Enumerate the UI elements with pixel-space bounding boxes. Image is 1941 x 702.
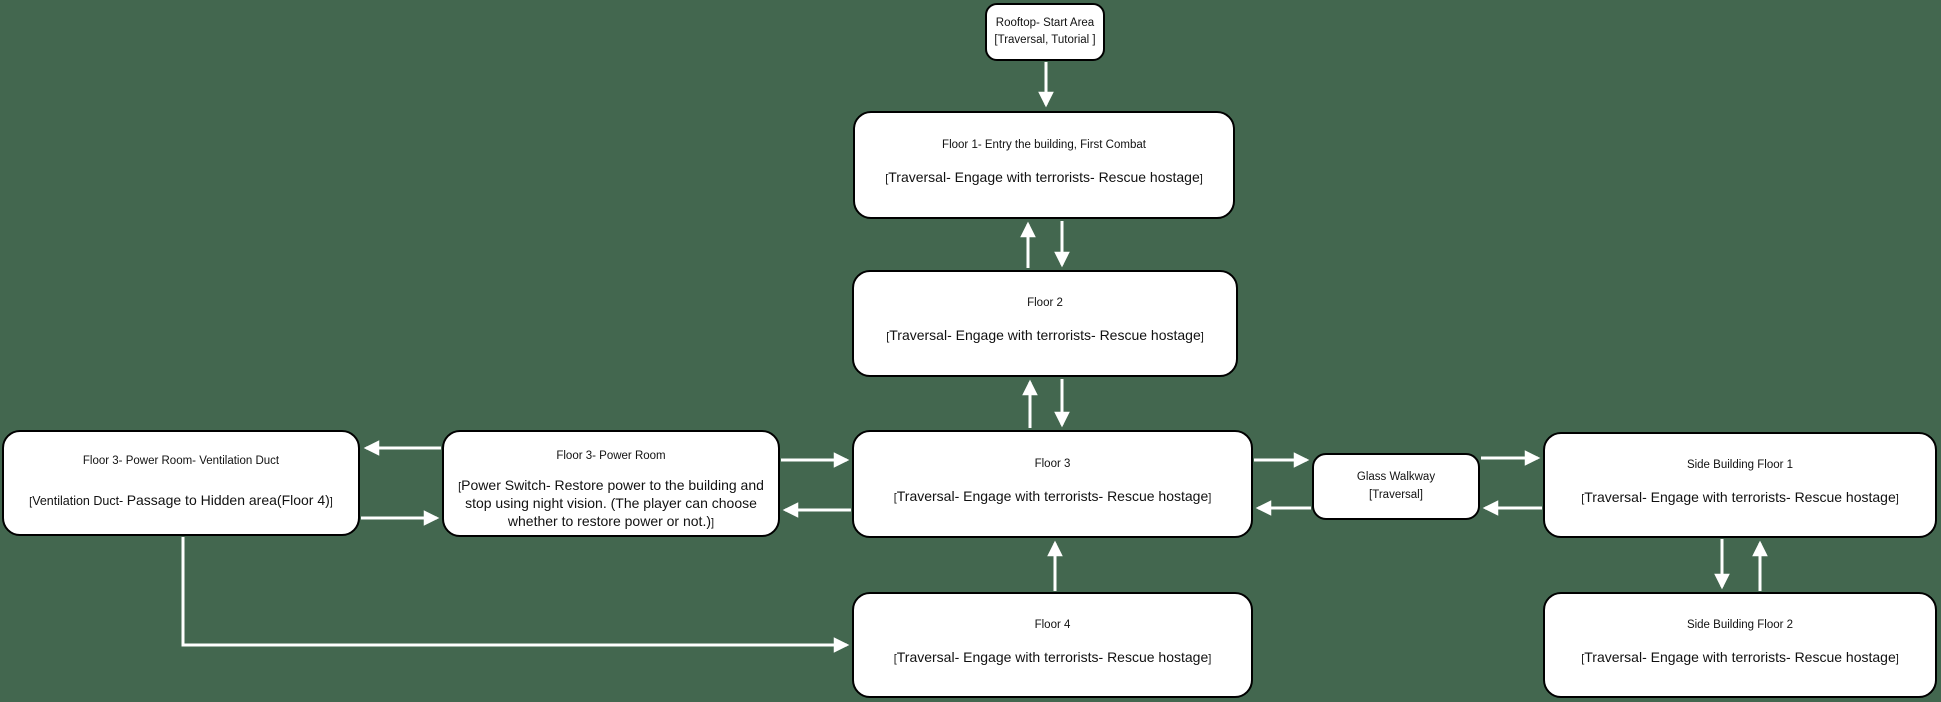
node-body: [Traversal- Engage with terrorists- Resc… bbox=[894, 487, 1212, 505]
node-body: [Traversal- Engage with terrorists- Resc… bbox=[885, 168, 1203, 186]
node-floor-3-power-room[interactable]: Floor 3- Power Room [Power Switch- Resto… bbox=[442, 430, 780, 537]
bracket-open: [ bbox=[885, 172, 889, 185]
node-glass-label: Glass Walkway [Traversal] bbox=[1357, 469, 1435, 504]
node-title: Floor 2 bbox=[1027, 297, 1063, 310]
body-text: Traversal- Engage with terrorists- Rescu… bbox=[889, 327, 1201, 344]
node-floor-3[interactable]: Floor 3 [Traversal- Engage with terroris… bbox=[852, 430, 1253, 538]
node-body: [Traversal- Engage with terrorists- Resc… bbox=[1581, 648, 1899, 666]
bracket-close: ] bbox=[711, 516, 715, 529]
node-title: Floor 4 bbox=[1034, 618, 1071, 631]
node-floor-2[interactable]: Floor 2 [Traversal- Engage with terroris… bbox=[852, 270, 1238, 377]
arrow-ventduct-to-floor4 bbox=[181, 537, 850, 653]
bracket-open: [ bbox=[1581, 492, 1585, 505]
bracket-open: [ bbox=[886, 331, 890, 344]
body-text: Traversal- Engage with terrorists- Rescu… bbox=[896, 648, 1209, 665]
bracket-close: ] bbox=[1199, 172, 1203, 185]
node-title: Glass Walkway bbox=[1356, 471, 1436, 484]
bracket-close: ] bbox=[1895, 492, 1899, 505]
body-text: Power Switch- Restore power to the build… bbox=[461, 476, 764, 529]
node-title: Rooftop- Start Area bbox=[995, 16, 1095, 29]
bracket-open: [ bbox=[1581, 652, 1585, 665]
node-title: Side Building Floor 2 bbox=[1686, 618, 1794, 631]
bracket-close: ] bbox=[1208, 652, 1212, 665]
node-glass-walkway[interactable]: Glass Walkway [Traversal] bbox=[1312, 453, 1480, 520]
body-text: Traversal- Engage with terrorists- Rescu… bbox=[1584, 648, 1896, 665]
bracket-close: ] bbox=[1895, 652, 1899, 665]
node-body: [Traversal- Engage with terrorists- Resc… bbox=[894, 648, 1212, 666]
body-text: Traversal- Engage with terrorists- Rescu… bbox=[1584, 488, 1896, 505]
node-body: [Power Switch- Restore power to the buil… bbox=[450, 477, 772, 531]
node-floor-4[interactable]: Floor 4 [Traversal- Engage with terroris… bbox=[852, 592, 1253, 698]
bracket-close: ] bbox=[1200, 331, 1204, 344]
node-title: Floor 1- Entry the building, First Comba… bbox=[942, 138, 1146, 151]
node-rooftop-start-area[interactable]: Rooftop- Start Area [Traversal, Tutorial… bbox=[985, 3, 1105, 61]
node-title: Floor 3- Power Room bbox=[556, 450, 666, 462]
node-body: [Ventilation Duct- Passage to Hidden are… bbox=[29, 491, 333, 509]
node-title: Floor 3- Power Room- Ventilation Duct bbox=[82, 455, 280, 468]
node-body: [Traversal- Engage with terrorists- Resc… bbox=[886, 326, 1204, 344]
node-title: Floor 3 bbox=[1034, 457, 1071, 470]
bracket-open: [ bbox=[893, 491, 897, 504]
node-rooftop-label: Rooftop- Start Area [Traversal, Tutorial… bbox=[994, 15, 1095, 50]
body-lead: Ventilation Duct- bbox=[32, 494, 127, 509]
node-subtitle: [Traversal] bbox=[1369, 488, 1423, 501]
body-text: Traversal- Engage with terrorists- Rescu… bbox=[888, 168, 1200, 185]
bracket-close: ] bbox=[1208, 491, 1212, 504]
body-text: Traversal- Engage with terrorists- Rescu… bbox=[896, 487, 1209, 504]
node-side-building-floor-2[interactable]: Side Building Floor 2 [Traversal- Engage… bbox=[1543, 592, 1937, 698]
node-body: [Traversal- Engage with terrorists- Resc… bbox=[1581, 488, 1899, 506]
bracket-close: ] bbox=[329, 496, 333, 509]
bracket-open: [ bbox=[893, 652, 897, 665]
node-ventilation-duct[interactable]: Floor 3- Power Room- Ventilation Duct [V… bbox=[2, 430, 360, 536]
bracket-open: [ bbox=[29, 496, 33, 509]
node-subtitle: [Traversal, Tutorial ] bbox=[994, 34, 1096, 46]
node-floor-1[interactable]: Floor 1- Entry the building, First Comba… bbox=[853, 111, 1235, 219]
node-title: Side Building Floor 1 bbox=[1686, 458, 1794, 471]
body-text: Passage to Hidden area(Floor 4) bbox=[126, 492, 330, 509]
bracket-open: [ bbox=[458, 480, 462, 493]
node-side-building-floor-1[interactable]: Side Building Floor 1 [Traversal- Engage… bbox=[1543, 432, 1937, 538]
